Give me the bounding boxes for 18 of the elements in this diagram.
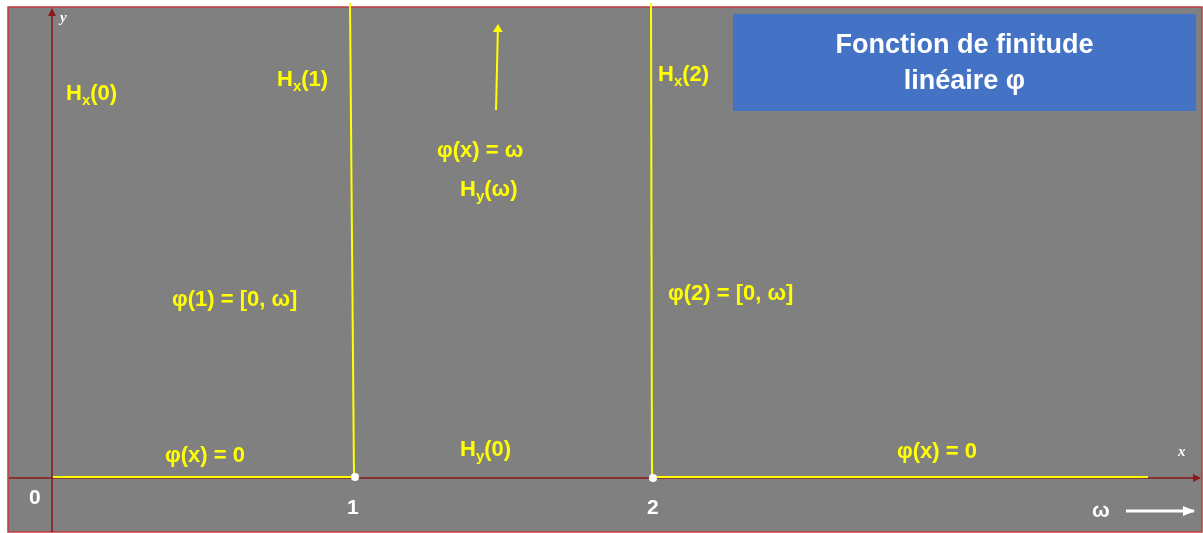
axis-label: y	[60, 10, 67, 25]
equation-label: φ(x) = 0	[165, 444, 245, 466]
equation-label: φ(x) = ω	[437, 139, 524, 161]
equation-label: φ(x) = 0	[897, 440, 977, 462]
tick-label: 2	[647, 496, 659, 517]
tick-label: 1	[347, 496, 359, 517]
axis-label: ω	[1092, 499, 1110, 520]
axis-label: x	[1178, 444, 1186, 459]
graph-label: H$_{y}$(0)	[460, 438, 512, 463]
graph-label: H$_{y}$(ω)	[460, 178, 518, 203]
equation-label: φ(1) = [0, ω]	[172, 288, 298, 310]
title-text: Fonction de finitude linéaire φ	[834, 28, 1095, 97]
graph-label: H$_{x}$(0)	[66, 82, 118, 107]
graph-label: H$_{x}$(1)	[277, 68, 329, 93]
title-box	[733, 14, 1196, 111]
graph-label: H$_{x}$(2)	[658, 63, 710, 88]
tick-label: 0	[29, 486, 41, 507]
equation-label: φ(2) = [0, ω]	[668, 282, 794, 304]
